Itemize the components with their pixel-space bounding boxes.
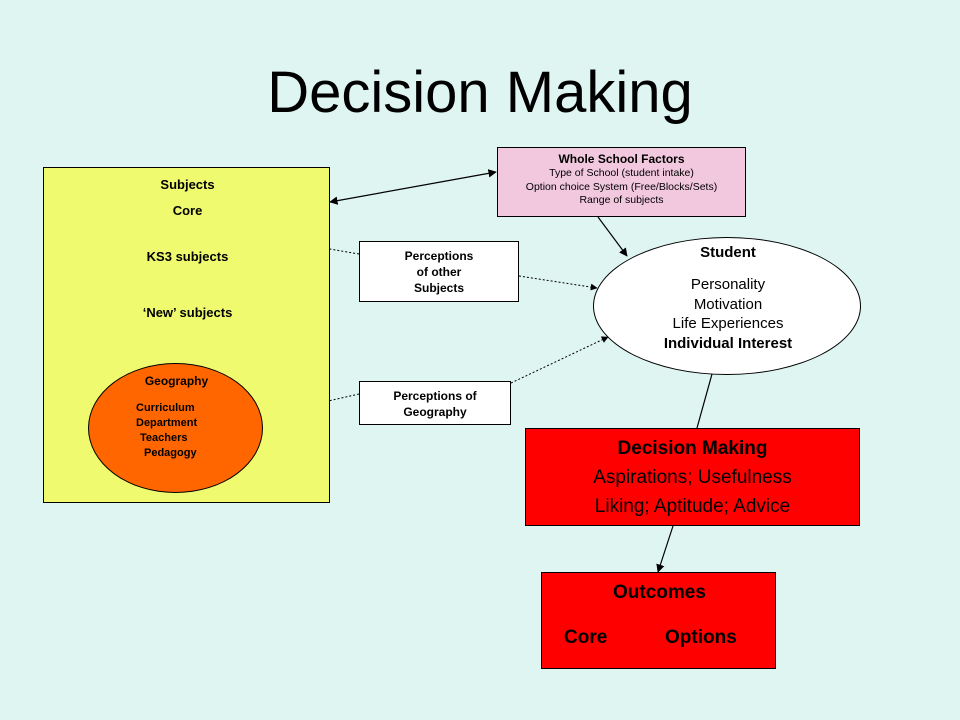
ks3-label: KS3 subjects: [146, 249, 229, 264]
line-student-decision: [696, 373, 713, 429]
student-item: Life Experiences: [672, 315, 784, 332]
arrow-school-subjects: [329, 169, 497, 205]
whole-school-item: Range of subjects: [579, 194, 664, 206]
perceptions-other-line: Perceptions: [404, 249, 474, 263]
perceptions-geography-line: Geography: [403, 405, 467, 419]
outcomes-options: Options: [665, 627, 737, 648]
geography-title: Geography: [144, 374, 209, 388]
geography-item: Curriculum: [136, 402, 195, 414]
whole-school-item: Type of School (student intake): [549, 167, 694, 179]
perceptions-geography-line: Perceptions of: [393, 389, 477, 403]
whole-school-item: Option choice System (Free/Blocks/Sets): [525, 180, 718, 193]
arrow-interest-geography: [510, 336, 609, 384]
perceptions-geography-box: Perceptions of Geography: [359, 381, 511, 425]
decision-line: Liking; Aptitude; Advice: [594, 496, 791, 517]
decision-title: Decision Making: [617, 438, 768, 459]
arrow-decision-outcomes: [656, 525, 674, 573]
outcomes-box: Outcomes Core Options: [541, 572, 776, 669]
geography-item: Department: [136, 417, 198, 429]
perceptions-other-line: Subjects: [413, 281, 464, 295]
student-item: Personality: [690, 276, 766, 293]
student-title: Student: [700, 244, 756, 261]
perceptions-other-line: of other: [416, 265, 462, 279]
outcomes-title: Outcomes: [613, 582, 706, 603]
decision-making-box: Decision Making Aspirations; Usefulness …: [525, 428, 860, 526]
whole-school-title: Whole School Factors: [558, 152, 685, 166]
arrow-perception-student: [518, 275, 598, 291]
subjects-heading: Subjects: [160, 177, 215, 192]
page-title: Decision Making: [267, 60, 693, 125]
outcomes-core: Core: [564, 627, 608, 648]
new-subjects-label: ‘New’ subjects: [142, 305, 233, 320]
geography-item: Teachers: [140, 432, 188, 444]
student-oval: Student Personality Motivation Life Expe…: [593, 237, 861, 375]
student-individual-interest: Individual Interest: [663, 334, 793, 352]
decision-line: Aspirations; Usefulness: [593, 467, 792, 488]
geography-item: Pedagogy: [144, 447, 197, 459]
student-item: Motivation: [693, 295, 763, 313]
geography-oval: Geography Curriculum Department Teachers…: [88, 363, 263, 493]
perceptions-other-subjects-box: Perceptions of other Subjects: [359, 241, 519, 302]
subjects-panel: Subjects Core KS3 subjects ‘New’ subject…: [43, 167, 330, 503]
arrow-school-student: [597, 216, 628, 257]
whole-school-factors-box: Whole School Factors Type of School (stu…: [497, 147, 746, 217]
core-label: Core: [172, 203, 203, 218]
